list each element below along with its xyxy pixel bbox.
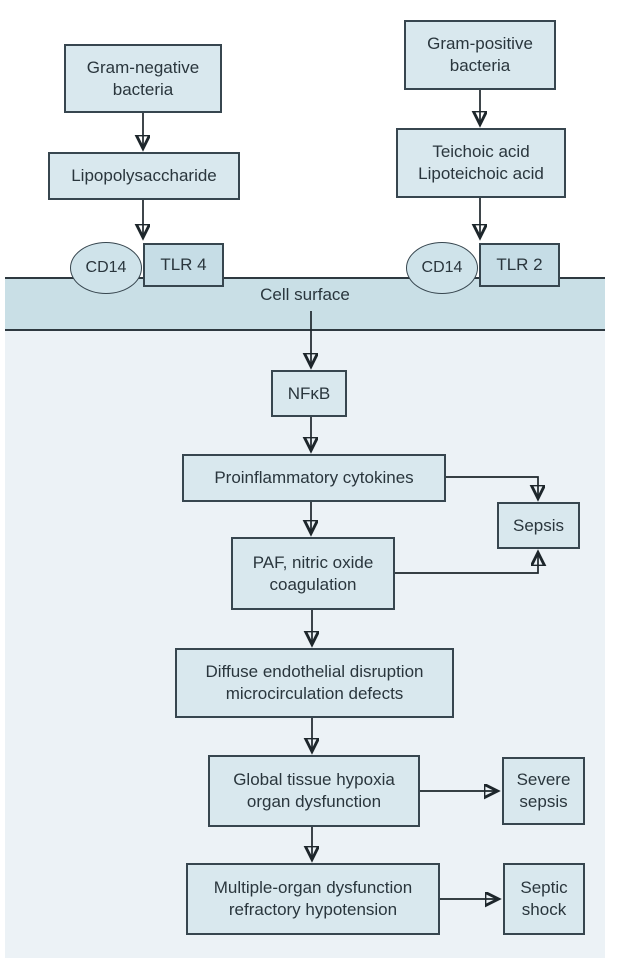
node-multiple-organ-dysfunction: Multiple-organ dysfunction refractory hy… (186, 863, 440, 935)
node-proinflammatory-cytokines: Proinflammatory cytokines (182, 454, 446, 502)
node-cd14-left: CD14 (70, 242, 142, 294)
arrow-paf-to-sepsis (395, 555, 538, 574)
node-cd14-right: CD14 (406, 242, 478, 294)
node-sepsis: Sepsis (497, 502, 580, 549)
node-teichoic-acid: Teichoic acid Lipoteichoic acid (396, 128, 566, 198)
node-gram-positive-bacteria: Gram-positive bacteria (404, 20, 556, 90)
node-septic-shock: Septic shock (503, 863, 585, 935)
node-tlr4: TLR 4 (143, 243, 224, 287)
cell-surface-label: Cell surface (260, 285, 350, 304)
node-diffuse-endothelial-disruption: Diffuse endothelial disruption microcirc… (175, 648, 454, 718)
node-lipopolysaccharide: Lipopolysaccharide (48, 152, 240, 200)
node-gram-negative-bacteria: Gram-negative bacteria (64, 44, 222, 113)
node-nfkb: NFκB (271, 370, 347, 417)
node-global-tissue-hypoxia: Global tissue hypoxia organ dysfunction (208, 755, 420, 827)
node-tlr2: TLR 2 (479, 243, 560, 287)
node-paf-nitric-oxide: PAF, nitric oxide coagulation (231, 537, 395, 610)
arrow-cytokines-to-sepsis (446, 476, 538, 496)
node-severe-sepsis: Severe sepsis (502, 757, 585, 825)
